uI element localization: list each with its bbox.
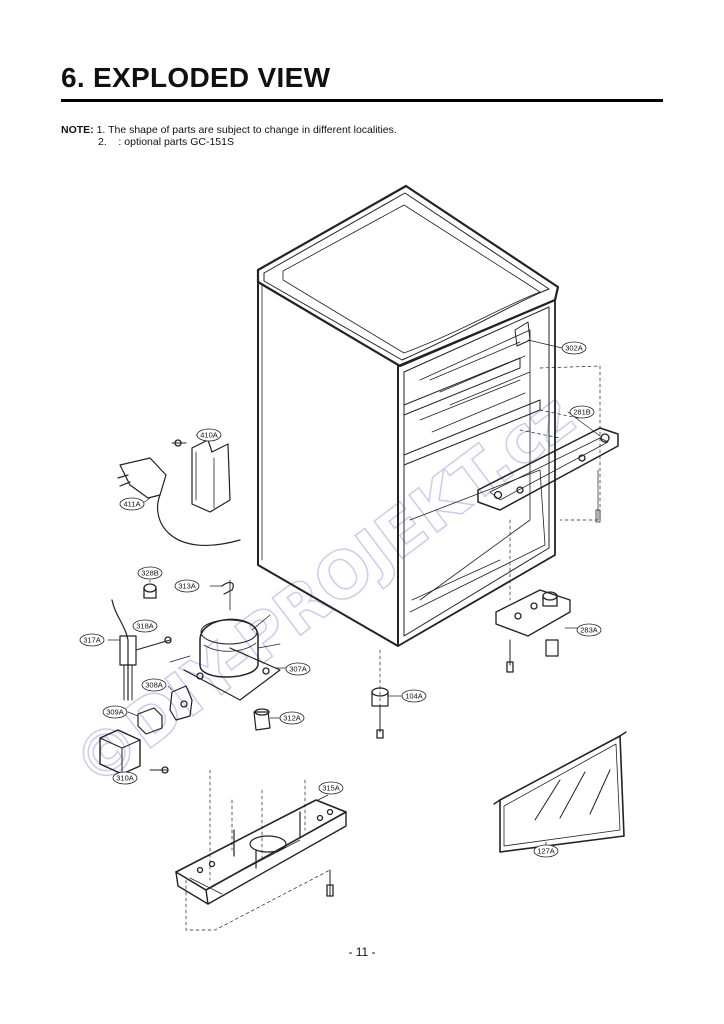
callout-281B: 281B [569,405,595,419]
callout-309A: 309A [102,705,128,719]
callout-307A: 307A [285,662,311,676]
svg-text:318A: 318A [136,622,154,631]
note-line-2: 2. : optional parts GC-151S [61,136,397,148]
callout-318A: 318A [132,619,158,633]
callout-312A: 312A [279,711,305,725]
lamp-part [514,321,531,347]
svg-text:308A: 308A [145,681,163,690]
callout-104A: 104A [401,689,427,703]
leveling-foot [371,687,389,739]
rubber-foot [253,711,271,731]
svg-text:283A: 283A [580,626,598,635]
svg-text:328B: 328B [141,569,159,578]
notes-block: NOTE: 1. The shape of parts are subject … [61,124,397,148]
svg-text:302A: 302A [565,344,583,353]
svg-text:310A: 310A [116,774,134,783]
callout-328B: 328B [137,566,163,580]
note-1-text: 1. The shape of parts are subject to cha… [93,124,397,136]
callout-410A: 410A [196,428,222,442]
svg-text:104A: 104A [405,692,423,701]
lower-hinge [495,589,571,673]
page-number: - 11 - [348,945,376,959]
power-cord-bracket [117,439,241,546]
relay-block [99,707,169,775]
svg-text:309A: 309A [106,708,124,717]
callout-317A: 317A [79,633,105,647]
relay-part [111,599,172,701]
page-title: 6. EXPLODED VIEW [61,62,331,93]
cabinet-body [256,184,560,647]
svg-text:312A: 312A [283,714,301,723]
glass-shelf [493,731,627,853]
note-2-text: 2. : optional parts GC-151S [98,136,234,148]
callout-313A: 313A [174,579,200,593]
callout-302A: 302A [561,341,587,355]
callout-308A: 308A [141,678,167,692]
svg-text:281B: 281B [573,408,591,417]
title-rule [61,99,663,102]
callout-310A: 310A [112,771,138,785]
svg-text:313A: 313A [178,582,196,591]
callout-315A: 315A [318,781,344,795]
svg-text:410A: 410A [200,431,218,440]
base-plate [175,799,347,905]
callout-283A: 283A [576,623,602,637]
compressor [169,579,281,701]
note-label: NOTE: [61,124,94,136]
callout-411A: 411A [119,497,145,511]
cover-part [169,685,193,721]
svg-text:317A: 317A [83,636,101,645]
svg-text:307A: 307A [289,665,307,674]
svg-text:315A: 315A [322,784,340,793]
note-line-1: NOTE: 1. The shape of parts are subject … [61,124,397,136]
svg-text:127A: 127A [537,847,555,856]
svg-text:411A: 411A [124,500,141,509]
callout-127A: 127A [533,844,559,858]
